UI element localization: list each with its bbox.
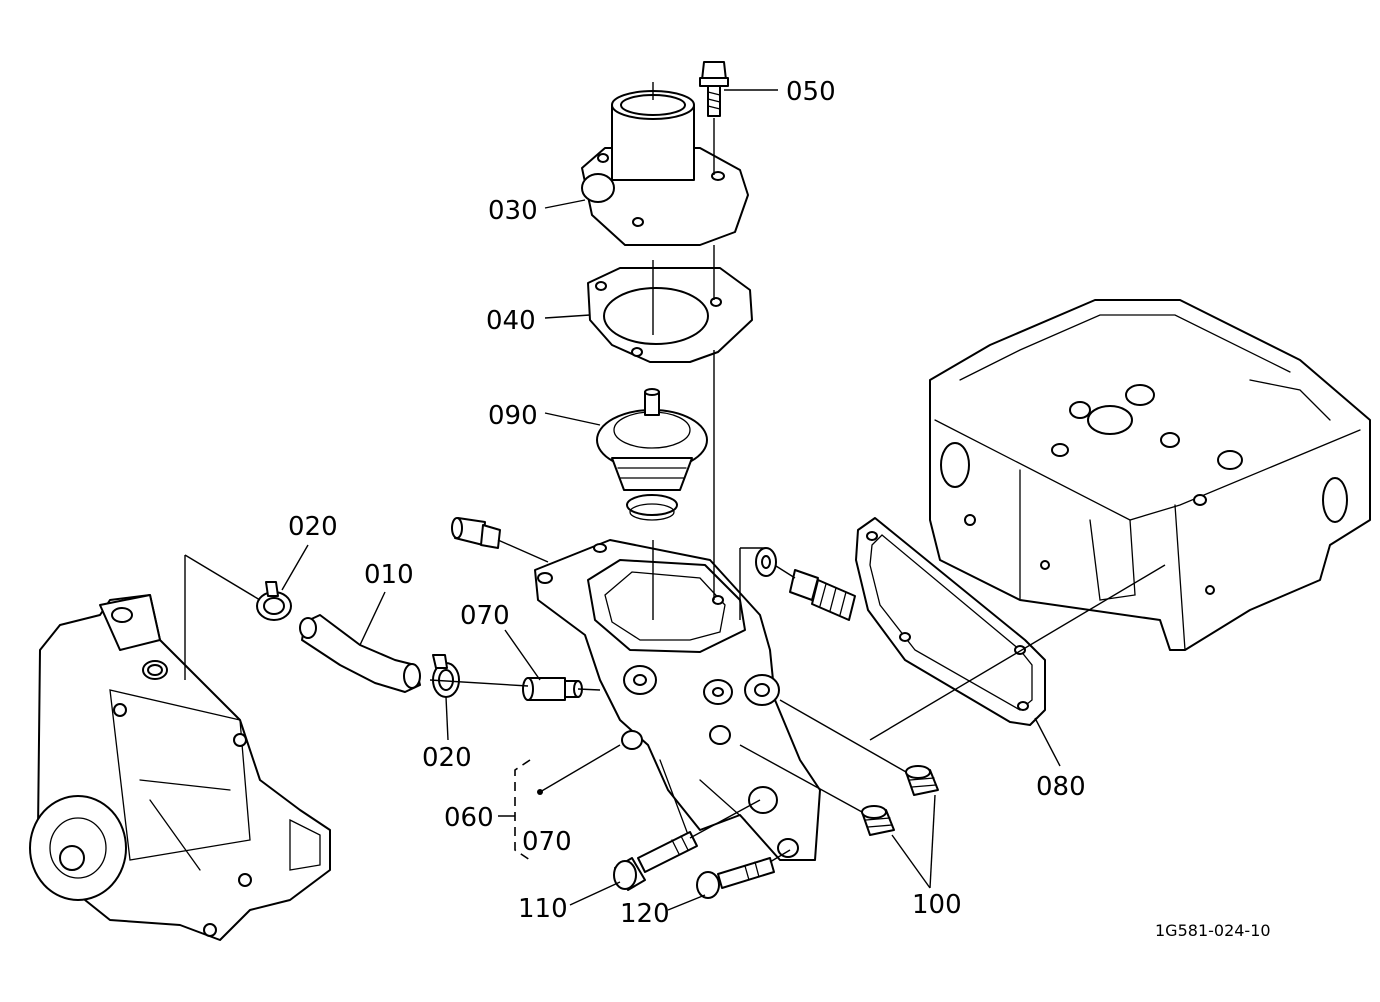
callout-080: 080 [1036, 772, 1086, 802]
hose-clamp-020-bottom [432, 654, 460, 698]
thermostat-cover-030 [581, 90, 749, 246]
callout-020-top: 020 [288, 512, 338, 542]
temperature-sensor [755, 547, 856, 621]
plug-100-upper [905, 765, 939, 796]
water-flange-housing [534, 539, 821, 861]
callout-010: 010 [364, 560, 414, 590]
bolt-120 [696, 857, 775, 899]
callout-090: 090 [488, 401, 538, 431]
plug-100-lower [861, 805, 895, 836]
callout-050: 050 [786, 77, 836, 107]
callout-100: 100 [912, 890, 962, 920]
callout-040: 040 [486, 306, 536, 336]
thermostat-090 [596, 388, 708, 521]
callout-120: 120 [620, 899, 670, 929]
callout-070-top: 070 [460, 601, 510, 631]
callout-030: 030 [488, 196, 538, 226]
callout-labels: 050 030 040 090 020 010 070 020 060 070 … [288, 77, 1271, 940]
hose-clamp-020-top [256, 581, 292, 621]
bolt-050 [699, 61, 729, 117]
bolt-110 [613, 831, 698, 891]
callout-020-bottom: 020 [422, 743, 472, 773]
plug-upper-left [451, 517, 501, 549]
callout-leaders [281, 89, 1061, 911]
alignment-lines [184, 82, 1166, 863]
cylinder-head-illustration [929, 299, 1371, 651]
diagram-reference-code: 1G581-024-10 [1155, 921, 1271, 940]
pipe-fitting-070 [522, 677, 583, 701]
callout-060: 060 [444, 803, 494, 833]
gasket-040 [587, 267, 753, 363]
water-pump-illustration [29, 594, 331, 941]
gasket-080 [855, 517, 1046, 726]
callout-110: 110 [518, 894, 568, 924]
hose-010 [299, 614, 421, 693]
callout-070-bottom: 070 [522, 827, 572, 857]
